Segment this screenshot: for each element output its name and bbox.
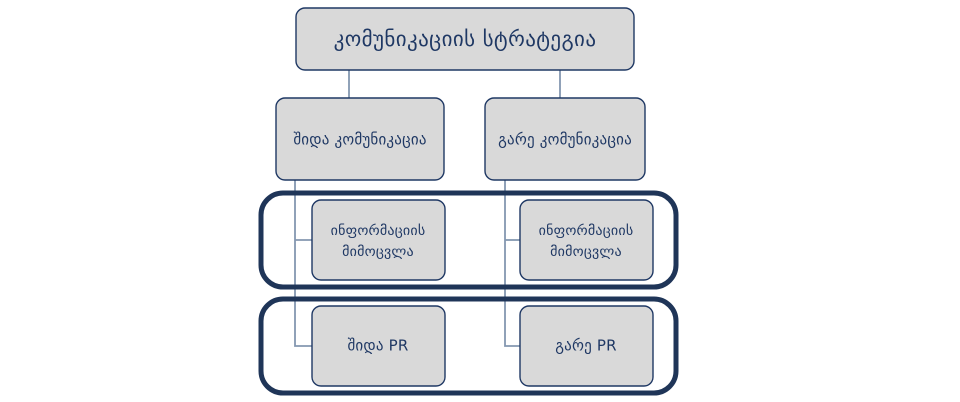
node-external-pr[interactable]: გარე PR <box>519 305 654 387</box>
node-internal-communication[interactable]: შიდა კომუნიკაცია <box>275 97 445 181</box>
node-communication-strategy[interactable]: კომუნიკაციის სტრატეგია <box>295 7 635 71</box>
node-information-exchange-internal[interactable]: ინფორმაციის მიმოცვლა <box>311 199 446 281</box>
node-internal-pr[interactable]: შიდა PR <box>311 305 446 387</box>
node-external-pr-box <box>519 305 654 387</box>
connector-internal-spine <box>294 180 312 347</box>
node-external-pr-label: გარე PR <box>555 337 617 355</box>
node-communication-strategy-label: კომუნიკაციის სტრატეგია <box>334 27 597 51</box>
group-frame-pr <box>258 296 679 396</box>
node-information-exchange-external[interactable]: ინფორმაციის მიმოცვლა <box>519 199 654 281</box>
connector-external-spine <box>504 180 520 347</box>
node-information-exchange-external-label-line2: მიმოცვლა <box>550 244 622 260</box>
node-information-exchange-external-label-line1: ინფორმაციის <box>539 222 634 239</box>
node-external-communication-box <box>484 97 646 181</box>
node-external-communication-label: გარე კომუნიკაცია <box>498 131 632 149</box>
node-internal-pr-label: შიდა PR <box>347 337 408 355</box>
node-information-exchange-internal-label-line1: ინფორმაციის <box>331 222 426 239</box>
node-information-exchange-internal-label-line2: მიმოცვლა <box>342 244 414 260</box>
node-information-exchange-internal-box <box>311 199 446 281</box>
group-frame-information-exchange <box>258 190 679 290</box>
node-internal-pr-box <box>311 305 446 387</box>
node-internal-communication-box <box>275 97 445 181</box>
connector-group <box>294 70 561 347</box>
node-internal-communication-label: შიდა კომუნიკაცია <box>293 131 426 149</box>
node-external-communication[interactable]: გარე კომუნიკაცია <box>484 97 646 181</box>
node-information-exchange-external-box <box>519 199 654 281</box>
node-communication-strategy-box <box>295 7 635 71</box>
